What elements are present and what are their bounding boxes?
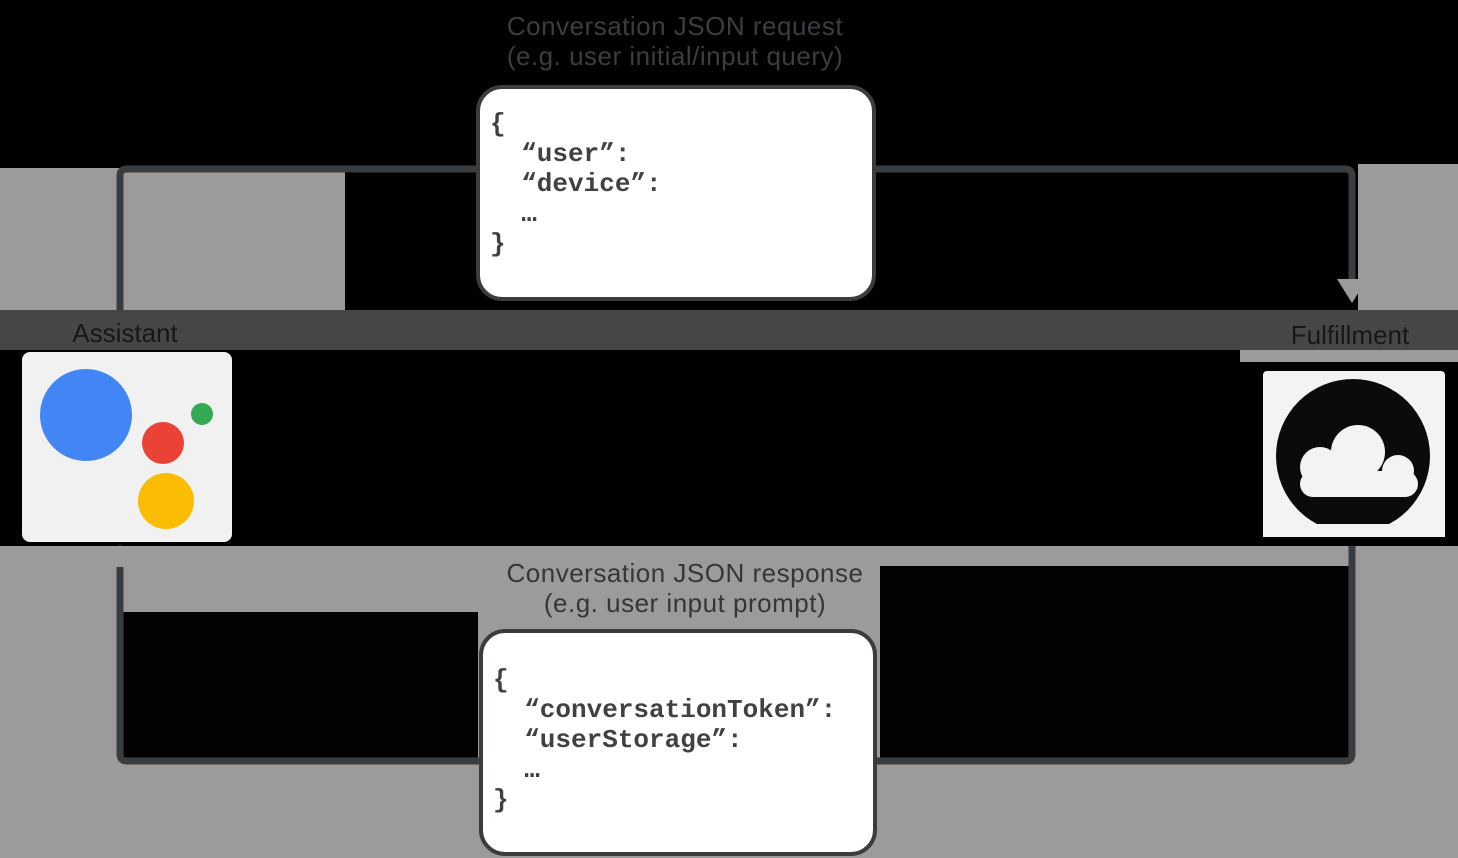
response-caption-line1: Conversation JSON response bbox=[506, 558, 864, 588]
bg-gray-top-left bbox=[0, 168, 345, 310]
code-line: } bbox=[493, 785, 509, 815]
bg-gray-strip-right bbox=[1240, 350, 1458, 362]
request-caption-line1: Conversation JSON request bbox=[506, 11, 844, 41]
code-line: { bbox=[490, 109, 506, 139]
response-caption-line2: (e.g. user input prompt) bbox=[543, 588, 827, 618]
cloud-logo-svg bbox=[1263, 379, 1445, 537]
code-line: “conversationToken”: bbox=[493, 695, 837, 725]
assistant-yellow-circle bbox=[138, 473, 194, 529]
assistant-green-circle bbox=[191, 403, 213, 425]
code-line: { bbox=[493, 665, 509, 695]
bg-black-bottom-right bbox=[880, 566, 1352, 758]
response-json-code: { “conversationToken”: “userStorage”: … … bbox=[483, 633, 873, 815]
code-line: … bbox=[490, 199, 537, 229]
bg-black-bottom-left bbox=[122, 612, 478, 758]
google-assistant-icon bbox=[22, 352, 232, 542]
assistant-label: Assistant bbox=[72, 318, 178, 348]
fulfillment-label: Fulfillment bbox=[1290, 320, 1410, 350]
response-caption: Conversation JSON response (e.g. user in… bbox=[385, 558, 985, 618]
code-line: “device”: bbox=[490, 169, 662, 199]
response-arrowhead-icon bbox=[106, 545, 134, 566]
request-json-box: { “user”: “device”: … } bbox=[476, 85, 876, 301]
code-line: … bbox=[493, 755, 540, 785]
response-json-box: { “conversationToken”: “userStorage”: … … bbox=[479, 629, 877, 856]
request-caption: Conversation JSON request (e.g. user ini… bbox=[375, 11, 975, 71]
code-line: } bbox=[490, 229, 506, 259]
assistant-blue-circle bbox=[40, 369, 132, 461]
code-line: “user”: bbox=[490, 139, 631, 169]
bg-gray-top-right bbox=[1358, 164, 1458, 310]
code-line: “userStorage”: bbox=[493, 725, 743, 755]
actor-label-band bbox=[0, 310, 1458, 350]
assistant-red-circle bbox=[142, 422, 184, 464]
request-caption-line2: (e.g. user initial/input query) bbox=[506, 41, 844, 71]
request-arrowhead-icon bbox=[1337, 279, 1367, 303]
request-json-code: { “user”: “device”: … } bbox=[480, 89, 872, 259]
google-cloud-icon bbox=[1263, 371, 1445, 537]
